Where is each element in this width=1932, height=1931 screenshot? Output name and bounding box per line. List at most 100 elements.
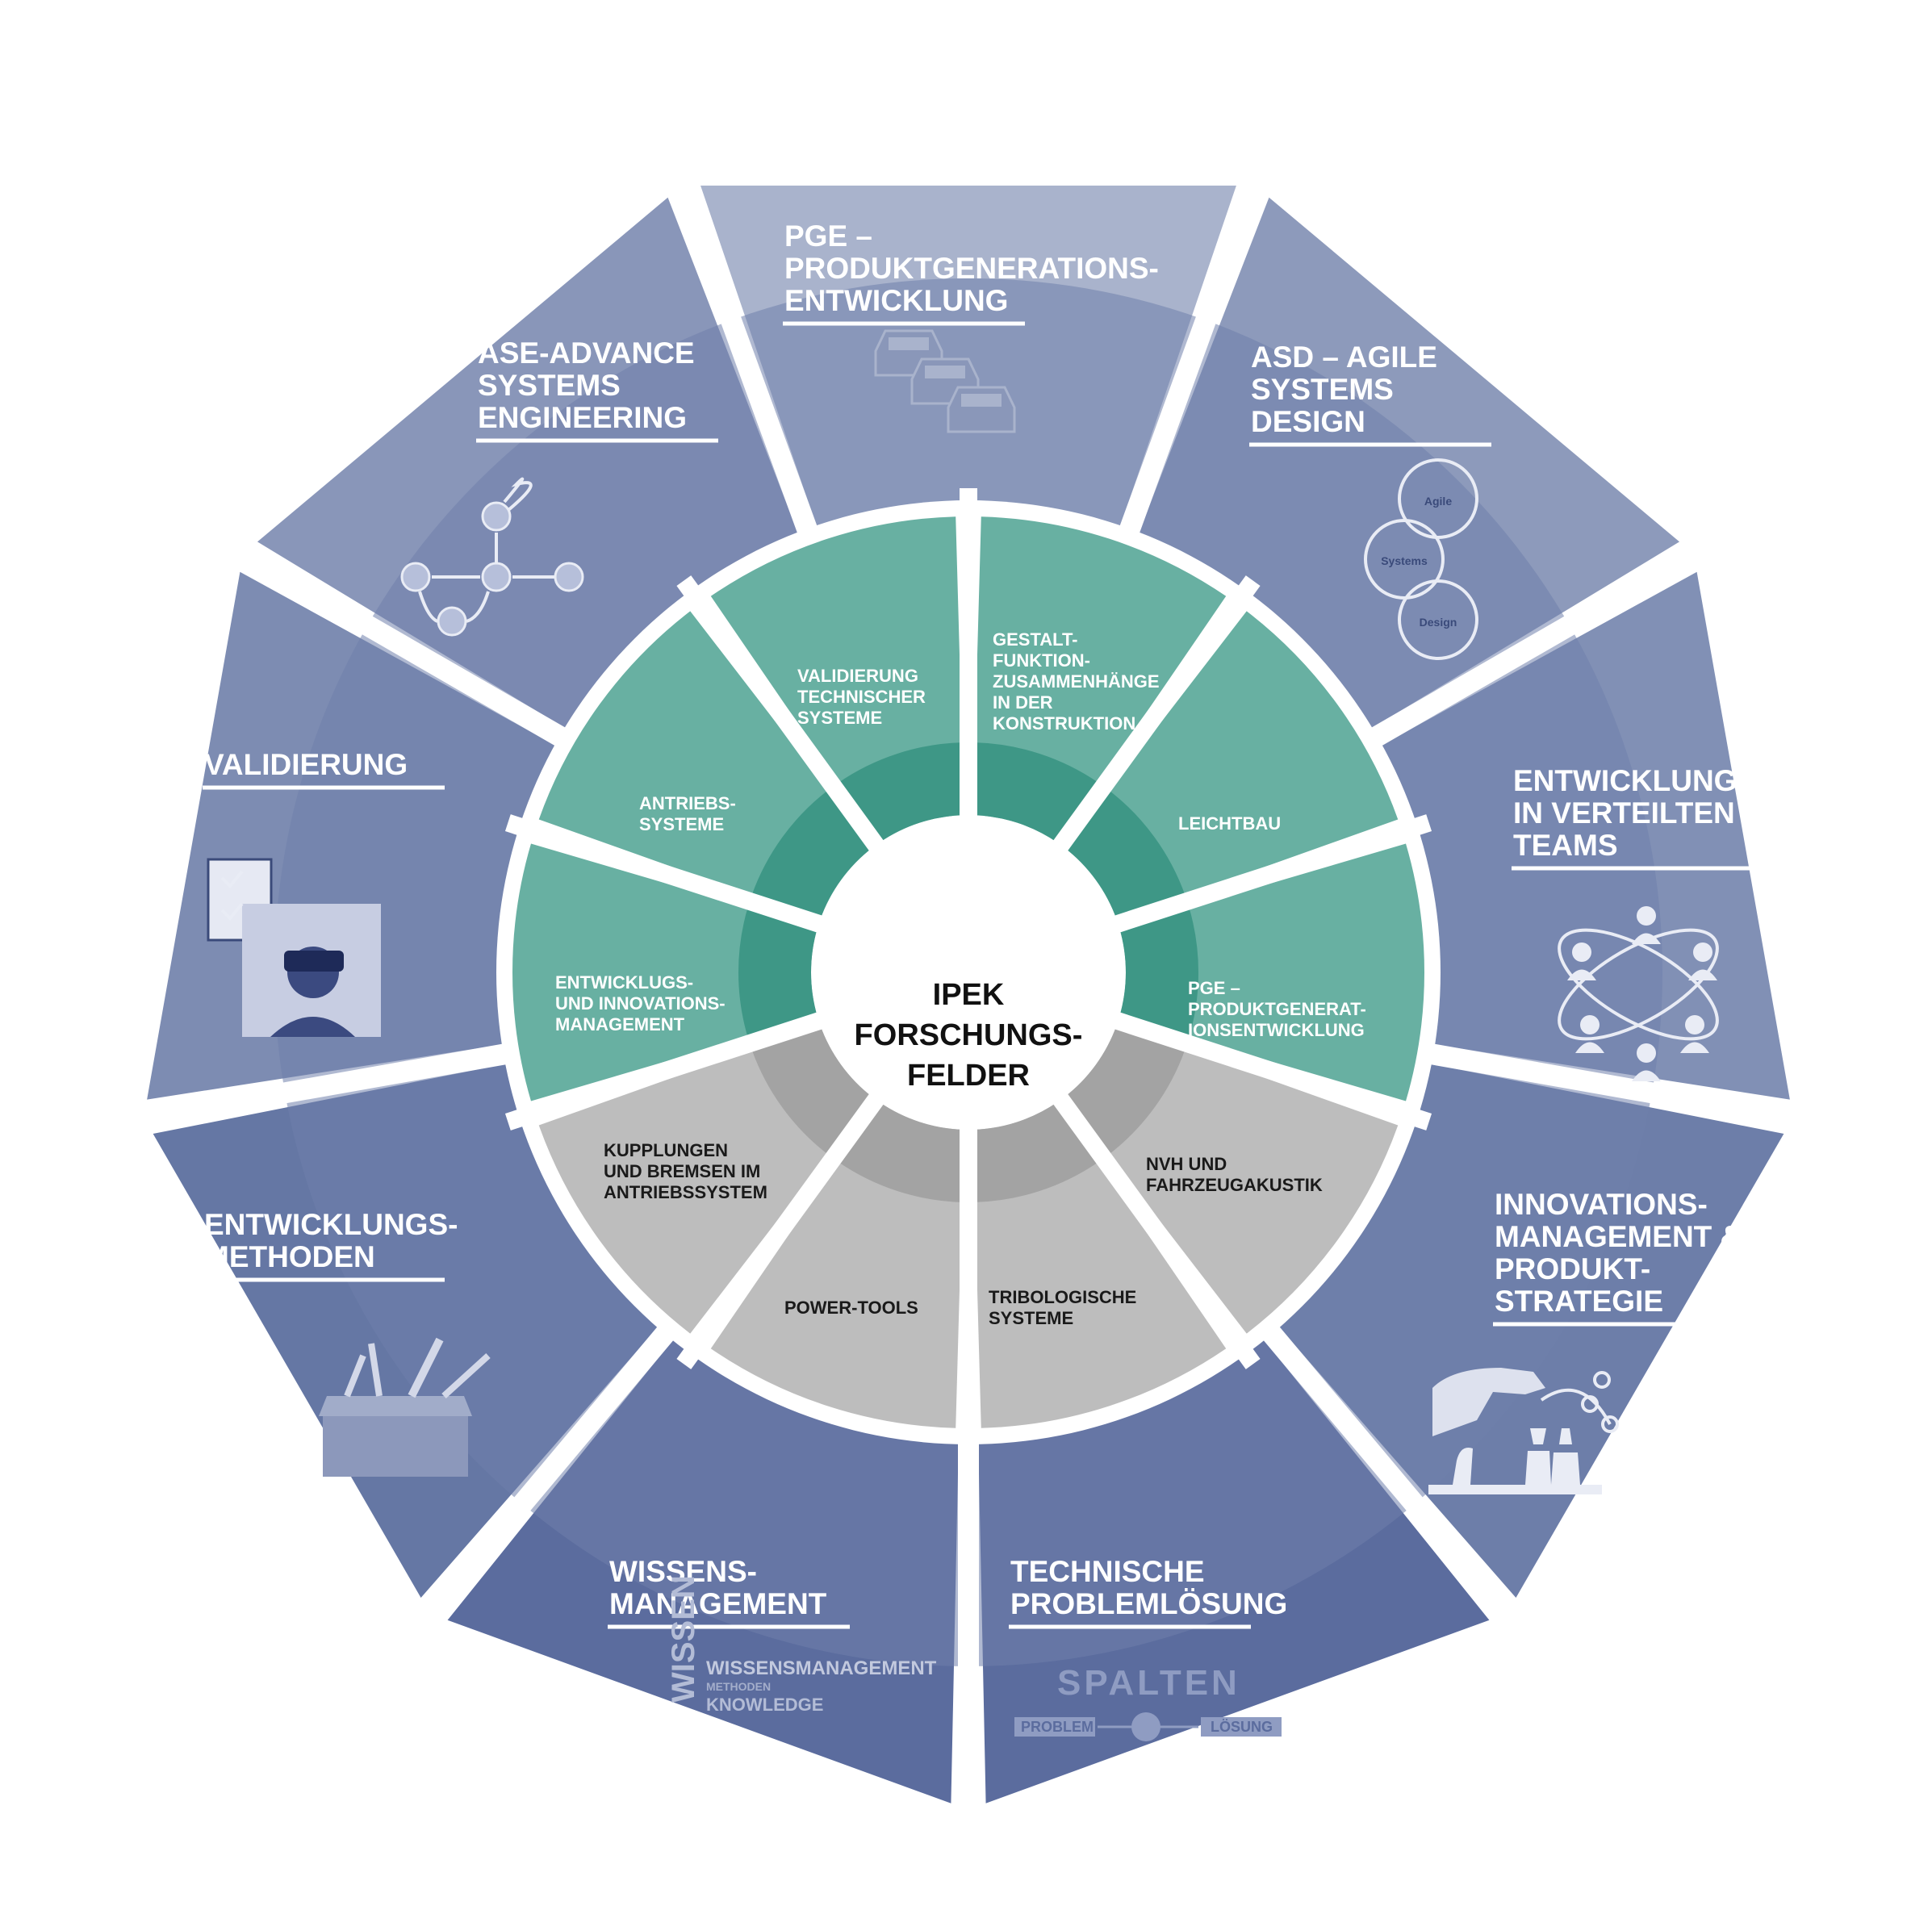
- inner-gap: [676, 1091, 886, 1369]
- inner-label-validierung-technischer-line: SYSTEME: [797, 708, 882, 728]
- outer-label-innovationsmanagement-line: STRATEGIE: [1495, 1285, 1663, 1318]
- inner-label-antriebssysteme-line: SYSTEME: [639, 814, 724, 834]
- outer-label-innovationsmanagement-line: MANAGEMENT &: [1495, 1220, 1742, 1253]
- inner-label-entwicklungs-innovations-line: ENTWICKLUGS-: [555, 972, 693, 993]
- outer-label-pge-line: ENTWICKLUNG: [784, 284, 1008, 317]
- methoden-word: METHODEN: [706, 1680, 771, 1693]
- segment-gap: [420, 1311, 686, 1623]
- outer-label-problemloesung-line: PROBLEMLÖSUNG: [1010, 1587, 1287, 1620]
- inner-label-antriebssysteme-line: ANTRIEBS-: [639, 793, 736, 813]
- inner-gap: [504, 1011, 826, 1131]
- network-people-icon: [1558, 906, 1719, 1081]
- inner-label-power-tools: POWER-TOOLS: [784, 1298, 918, 1318]
- inner-label-nvh-line: NVH UND: [1146, 1154, 1227, 1174]
- inner-label-leichtbau: LEICHTBAU: [1178, 813, 1281, 834]
- inner-label-pge-inner-line: IONSENTWICKLUNG: [1188, 1020, 1365, 1040]
- outer-label-ase-line: SYSTEMS: [478, 369, 621, 402]
- outer-label-pge-line: PRODUKTGENERATIONS-: [784, 252, 1159, 285]
- outer-label-pge-line: PGE –: [784, 219, 872, 253]
- inner-segment-core: [1064, 1025, 1186, 1155]
- problem-text: PROBLEM: [1021, 1719, 1094, 1735]
- inner-label-entwicklungs-innovations-line: UND INNOVATIONS-: [555, 993, 726, 1014]
- inner-label-pge-inner-line: PGE –: [1188, 978, 1240, 998]
- outer-label-asd-line: DESIGN: [1251, 405, 1365, 438]
- inner-label-gestalt-line: IN DER: [993, 692, 1053, 713]
- inner-gap: [1051, 575, 1261, 854]
- outer-label-verteilte-teams-line: TEAMS: [1513, 829, 1618, 862]
- inner-label-kupplungen-line: ANTRIEBSSYSTEM: [604, 1182, 767, 1202]
- inner-label-nvh-line: FAHRZEUGAKUSTIK: [1146, 1175, 1323, 1195]
- outer-label-innovationsmanagement-line: INNOVATIONS-: [1495, 1188, 1708, 1221]
- outer-label-asd-line: SYSTEMS: [1251, 373, 1394, 406]
- graph-nodes-icon: [400, 477, 584, 637]
- center-title: IPEK FORSCHUNGS- FELDER: [855, 978, 1083, 1093]
- inner-gap: [676, 575, 886, 854]
- inner-gap: [1051, 1091, 1261, 1369]
- outer-label-validierung: VALIDIERUNG: [204, 748, 408, 781]
- chess-icon: [1428, 1368, 1619, 1494]
- segment-gap: [1113, 180, 1265, 552]
- center-title-line: FORSCHUNGS-: [855, 1018, 1083, 1052]
- outer-label-wissensmanagement-line: MANAGEMENT: [609, 1587, 827, 1620]
- inner-segment-core: [751, 1025, 873, 1155]
- inner-label-kupplungen-line: KUPPLUNGEN: [604, 1140, 728, 1160]
- vr-validation-icon: [207, 858, 381, 1037]
- inner-label-validierung-technischer-line: VALIDIERUNG: [797, 666, 918, 686]
- inner-segment-pge-inner[interactable]: [1119, 843, 1425, 1101]
- wissensmanagement-word: WISSENSMANAGEMENT: [706, 1657, 937, 1679]
- inner-segment-core: [972, 1101, 1099, 1202]
- outer-label-innovationsmanagement: INNOVATIONS-MANAGEMENT &PRODUKT-STRATEGI…: [1495, 1188, 1742, 1318]
- center-title-line: FELDER: [907, 1059, 1030, 1093]
- outer-label-entwicklungsmethoden: ENTWICKLUNGS-METHODEN: [204, 1208, 458, 1273]
- outer-label-ase-line: ASE-ADVANCE: [478, 336, 695, 370]
- outer-label-ase-line: ENGINEERING: [478, 401, 687, 434]
- inner-segment-core: [1119, 907, 1199, 1038]
- inner-label-antriebssysteme: ANTRIEBS-SYSTEME: [639, 793, 736, 834]
- inner-segment-core: [738, 907, 818, 1038]
- inner-label-gestalt-line: GESTALT-: [993, 629, 1078, 650]
- toolbox-icon: [319, 1337, 491, 1477]
- segment-gap: [671, 180, 824, 552]
- inner-segment-entwicklungs-innovations[interactable]: [512, 843, 818, 1101]
- inner-gap: [504, 814, 826, 934]
- inner-label-entwicklungs-innovations: ENTWICKLUGS-UND INNOVATIONS-MANAGEMENT: [555, 972, 726, 1034]
- inner-segment-core: [972, 742, 1099, 843]
- center-title-line: IPEK: [933, 978, 1005, 1012]
- segment-gap: [1354, 543, 1701, 756]
- inner-gap: [1111, 1011, 1432, 1131]
- segment-gap: [236, 543, 583, 756]
- inner-label-gestalt-line: FUNKTION-: [993, 650, 1090, 671]
- inner-label-leichtbau-line: LEICHTBAU: [1178, 813, 1281, 834]
- outer-label-entwicklungsmethoden-line: METHODEN: [204, 1240, 375, 1273]
- outer-label-entwicklungsmethoden-line: ENTWICKLUNGS-: [204, 1208, 458, 1241]
- inner-label-gestalt-line: KONSTRUKTION: [993, 713, 1135, 734]
- inner-label-entwicklungs-innovations-line: MANAGEMENT: [555, 1014, 685, 1034]
- inner-label-validierung-technischer-line: TECHNISCHER: [797, 687, 926, 707]
- inner-label-tribologie-line: TRIBOLOGISCHE: [989, 1287, 1136, 1307]
- outer-label-innovationsmanagement-line: PRODUKT-: [1495, 1252, 1650, 1285]
- inner-label-power-tools-line: POWER-TOOLS: [784, 1298, 918, 1318]
- inner-segment-core: [838, 742, 964, 843]
- outer-label-wissensmanagement-line: WISSENS-: [609, 1555, 757, 1588]
- outer-label-problemloesung-line: TECHNISCHE: [1010, 1555, 1205, 1588]
- inner-label-kupplungen-line: UND BREMSEN IM: [604, 1161, 760, 1181]
- wissen-word: WISSEN: [666, 1575, 701, 1703]
- outer-label-verteilte-teams-line: IN VERTEILTEN: [1513, 796, 1735, 830]
- cars-icon: [874, 329, 1016, 433]
- center-circle: [815, 819, 1122, 1126]
- knowledge-word: KNOWLEDGE: [706, 1695, 823, 1715]
- segment-gap: [1251, 1311, 1516, 1623]
- agile-label: Agile: [1424, 495, 1452, 508]
- outer-label-verteilte-teams-line: ENTWICKLUNG: [1513, 764, 1737, 797]
- outer-label-validierung-line: VALIDIERUNG: [204, 748, 408, 781]
